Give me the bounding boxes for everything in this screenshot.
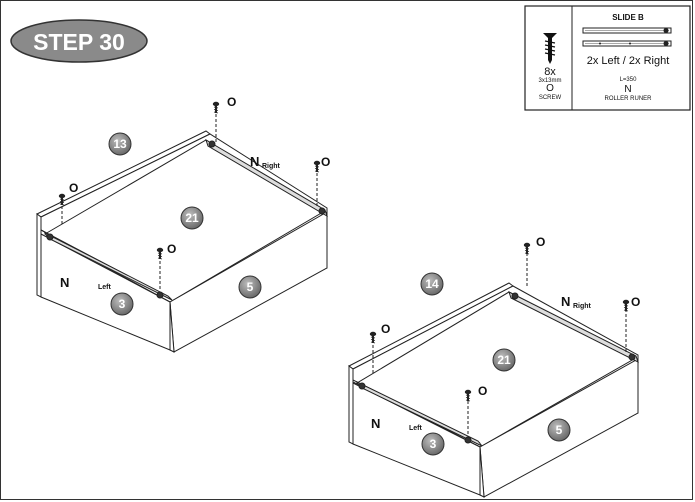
svg-text:14: 14 (425, 277, 439, 291)
svg-text:13: 13 (113, 137, 127, 151)
screw-label-l2: O (321, 155, 330, 169)
screw-label-l3: O (69, 181, 78, 195)
part-5-marker: 5 (238, 275, 262, 299)
step-label: STEP 30 (33, 29, 125, 55)
svg-text:3: 3 (430, 437, 437, 451)
slide-right-code-l: N (250, 154, 259, 169)
screw-code: O (546, 83, 554, 94)
part-14-marker: 14 (420, 272, 444, 296)
slide-left-code-r: N (371, 416, 380, 431)
slide-left-label-l: Left (98, 284, 112, 291)
slide-code: N (624, 84, 631, 95)
screw-label-r3: O (381, 322, 390, 336)
svg-text:5: 5 (556, 423, 563, 437)
step-badge: STEP 30 (10, 19, 148, 63)
slide-rail-icon (582, 27, 672, 47)
screw-icon (543, 33, 557, 64)
part-5-marker-r: 5 (547, 418, 571, 442)
svg-text:21: 21 (497, 353, 511, 367)
slide-name: ROLLER RUNER (604, 96, 652, 102)
slide-left-label-r: Left (409, 425, 423, 432)
slide-length: L=350 (620, 77, 638, 83)
svg-text:3: 3 (119, 297, 126, 311)
part-21-marker: 21 (180, 206, 204, 230)
screw-label-l1: O (227, 95, 236, 109)
part-3-marker-r: 3 (421, 432, 445, 456)
screw-label-l4: O (167, 242, 176, 256)
slide-right-label-l: Right (262, 163, 281, 170)
slide-qty: 2x Left / 2x Right (587, 55, 670, 67)
screw-label-r4: O (478, 384, 487, 398)
svg-text:5: 5 (247, 280, 254, 294)
parts-legend: 8x 3x13mm O SCREW SLIDE B 2x Left / 2x R… (524, 5, 691, 111)
slide-left-code-l: N (60, 275, 69, 290)
slide-right-code-r: N (561, 294, 570, 309)
part-13-marker: 13 (108, 132, 132, 156)
part-21-marker-r: 21 (492, 348, 516, 372)
screw-size: 3x13mm (538, 78, 561, 84)
screw-label-r1: O (536, 235, 545, 249)
screw-label-r2: O (631, 295, 640, 309)
part-3-marker: 3 (110, 292, 134, 316)
drawer-right (348, 248, 639, 498)
slide-title: SLIDE B (612, 13, 644, 22)
screw-name: SCREW (539, 95, 562, 101)
slide-right-label-r: Right (573, 303, 592, 310)
drawer-left (36, 105, 328, 353)
screw-qty: 8x (544, 66, 556, 78)
svg-text:21: 21 (185, 211, 199, 225)
